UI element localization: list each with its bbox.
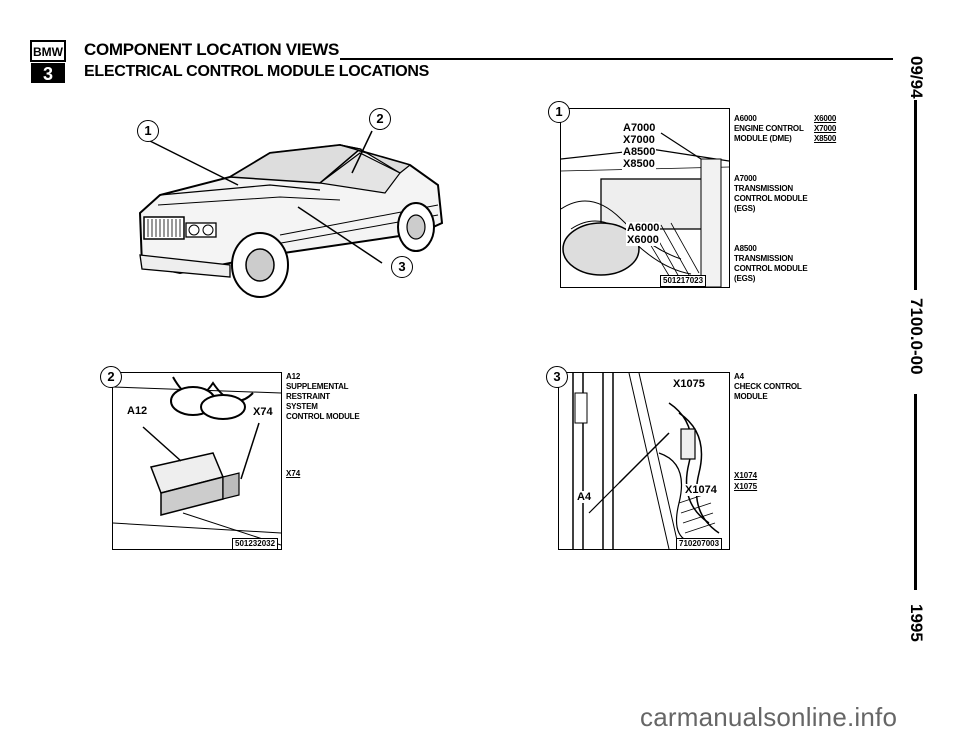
figure-1-id: 501217023 [660,275,707,287]
side-code: 7100.0-00 [907,298,926,375]
car-marker-1: 1 [137,120,159,142]
fig1-callout-x8500: X8500 [622,158,656,170]
fig1-connector-2: X7000 [814,124,837,133]
fig3-x1075-label: X1075 [734,482,758,491]
fig3-x1074-label: X1074 [734,471,758,480]
fig2-a12-line-4: SYSTEM [286,402,318,411]
fig1-a7000-line-3: CONTROL MODULE [734,194,808,203]
figure-2-image [112,372,282,550]
fig1-a6000-label: A6000 ENGINE CONTROL MODULE (DME) [734,114,804,144]
fig1-a6000-line-3: MODULE (DME) [734,134,792,143]
fig1-connector-3: X8500 [814,134,837,143]
fig1-a6000-line-1: A6000 [734,114,757,123]
side-rule-1 [914,100,917,290]
fig1-callout-a8500: A8500 [622,146,657,158]
figure-3-image [558,372,730,550]
watermark-text: carmanualsonline.info [640,702,898,732]
logo-bottom-text: 3 [43,64,53,84]
fig3-a4-line-1: A4 [734,372,744,381]
figure-2-number: 2 [100,366,122,388]
side-date: 09/94 [907,56,926,99]
fig1-a6000-line-2: ENGINE CONTROL [734,124,804,133]
fig3-a4-line-3: MODULE [734,392,768,401]
fig1-a8500-line-3: CONTROL MODULE [734,264,808,273]
fig3-callout-a4: A4 [576,491,593,503]
fig1-a8500-line-4: (EGS) [734,274,756,283]
fig1-a8500-label: A8500 TRANSMISSION CONTROL MODULE (EGS) [734,244,808,284]
fig2-a12-label: A12 SUPPLEMENTAL RESTRAINT SYSTEM CONTRO… [286,372,360,422]
side-year: 1995 [907,604,926,642]
fig1-callout-a7000: A7000 [622,122,657,134]
page-title: COMPONENT LOCATION VIEWS [84,40,340,59]
fig1-a7000-line-4: (EGS) [734,204,756,213]
fig3-a4-label: A4 CHECK CONTROL MODULE [734,372,802,402]
fig1-connector-list: X6000 X7000 X8500 [814,114,836,144]
fig3-a4-line-2: CHECK CONTROL [734,382,802,391]
fig1-connector-1: X6000 [814,114,837,123]
fig1-callout-x7000: X7000 [622,134,656,146]
car-illustration [120,105,450,300]
bmw-3-logo: BMW 3 [30,40,66,84]
fig3-callout-x1075: X1075 [672,378,706,390]
fig1-callout-a6000: A6000 [626,222,661,234]
header-rule [340,58,893,60]
page-subtitle: ELECTRICAL CONTROL MODULE LOCATIONS [84,63,430,80]
logo-top-text: BMW [33,45,64,59]
fig1-a7000-label: A7000 TRANSMISSION CONTROL MODULE (EGS) [734,174,808,214]
side-rule-2 [914,394,917,590]
fig2-callout-a12: A12 [126,405,149,417]
car-marker-2: 2 [369,108,391,130]
figure-3-id: 710207003 [676,538,723,550]
fig1-a8500-line-2: TRANSMISSION [734,254,793,263]
fig2-x74-label: X74 [286,469,301,478]
fig1-a8500-line-1: A8500 [734,244,757,253]
figure-3-number: 3 [546,366,568,388]
fig2-a12-line-1: A12 [286,372,301,381]
fig3-callout-x1074: X1074 [684,484,718,496]
fig2-a12-line-3: RESTRAINT [286,392,330,401]
fig2-callout-x74: X74 [252,406,274,418]
fig2-a12-line-2: SUPPLEMENTAL [286,382,349,391]
fig1-a7000-line-1: A7000 [734,174,757,183]
figure-2-id: 501232032 [232,538,279,550]
figure-1-number: 1 [548,101,570,123]
fig1-callout-x6000: X6000 [626,234,660,246]
fig1-a7000-line-2: TRANSMISSION [734,184,793,193]
fig2-a12-line-5: CONTROL MODULE [286,412,360,421]
car-marker-3: 3 [391,256,413,278]
